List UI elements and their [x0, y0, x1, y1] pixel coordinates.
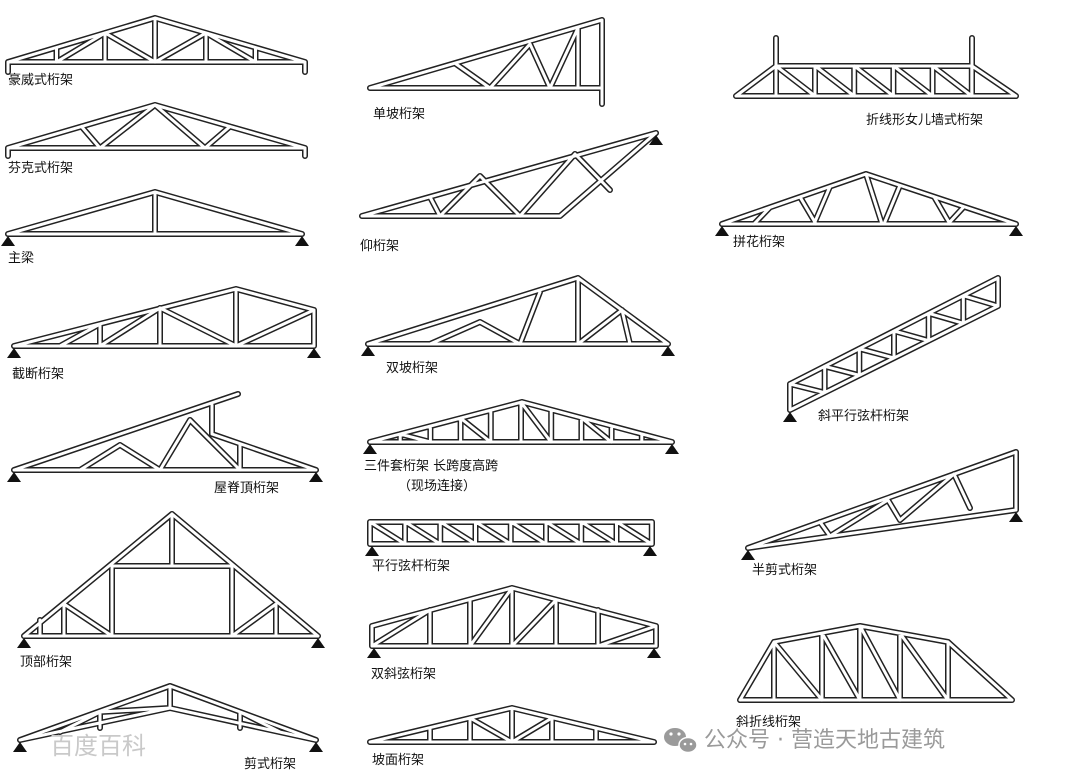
- label-parallel-chord-truss: 平行弦杆桁架: [372, 558, 450, 574]
- support-triangle: [361, 346, 375, 356]
- truss-inverted: [359, 130, 663, 219]
- truss-lattice: [715, 171, 1023, 236]
- support-triangle: [783, 412, 797, 422]
- label-mono-truss: 单坡桁架: [373, 107, 425, 122]
- truss-dual-pitch: [361, 275, 675, 356]
- truss-ridge: [7, 391, 323, 482]
- support-triangle: [363, 444, 377, 454]
- truss-double-slope: [367, 585, 661, 658]
- support-triangle: [665, 444, 679, 454]
- label-sloped-broken-truss: 斜折线桁架: [736, 715, 801, 730]
- truss-truncated: [7, 286, 321, 358]
- support-triangle: [715, 226, 729, 236]
- label-inverted-truss: 仰桁架: [360, 239, 399, 254]
- truss-parallel-chord: [365, 519, 657, 556]
- support-triangle: [1009, 512, 1023, 522]
- support-triangle: [647, 648, 661, 658]
- label-girder: 主梁: [8, 251, 34, 266]
- truss-mono: [367, 17, 605, 107]
- support-triangle: [367, 648, 381, 658]
- label-attic-truss: 顶部桁架: [20, 655, 72, 670]
- label-slope-truss: 坡面桁架: [372, 753, 424, 768]
- support-triangle: [1009, 226, 1023, 236]
- label-three-piece-sub: （现场连接）: [398, 478, 476, 494]
- truss-girder: [1, 189, 309, 246]
- label-double-slope-truss: 双斜弦桁架: [371, 666, 436, 682]
- truss-scissor: [13, 683, 323, 752]
- support-triangle: [307, 348, 321, 358]
- label-truncated-truss: 截断桁架: [12, 367, 64, 382]
- label-half-scissor-truss: 半剪式桁架: [752, 562, 817, 578]
- truss-half-scissor: [741, 449, 1023, 560]
- truss-slope: [367, 705, 657, 745]
- label-ridge-truss: 屋脊頂桁架: [214, 481, 279, 496]
- support-triangle: [1, 236, 15, 246]
- support-triangle: [311, 638, 325, 648]
- support-triangle: [365, 546, 379, 556]
- truss-parapet: [733, 35, 1019, 99]
- support-triangle: [661, 346, 675, 356]
- label-sloped-parallel-truss: 斜平行弦杆桁架: [818, 408, 909, 424]
- label-scissor-truss: 剪式桁架: [244, 756, 296, 772]
- truss-howe: [5, 15, 308, 75]
- support-triangle: [7, 472, 21, 482]
- label-howe-truss: 豪威式桁架: [8, 72, 73, 88]
- support-triangle: [295, 236, 309, 246]
- label-fink-truss: 芬克式桁架: [8, 161, 73, 176]
- label-parapet-truss: 折线形女儿墙式桁架: [866, 112, 983, 128]
- wechat-icon: [664, 728, 698, 754]
- truss-sloped-parallel: [783, 275, 1001, 422]
- support-triangle: [309, 472, 323, 482]
- support-triangle: [17, 638, 31, 648]
- support-triangle: [309, 742, 323, 752]
- support-triangle: [649, 135, 663, 145]
- label-dual-pitch-truss: 双坡桁架: [386, 361, 438, 376]
- support-triangle: [13, 742, 27, 752]
- truss-three-piece: [363, 399, 679, 454]
- support-triangle: [643, 546, 657, 556]
- watermark-baike: 百度百科: [50, 732, 146, 760]
- label-lattice-truss: 拼花桁架: [733, 234, 785, 250]
- support-triangle: [741, 550, 755, 560]
- label-three-piece-truss: 三件套桁架 长跨度高跨: [364, 458, 498, 474]
- truss-sloped-broken: [737, 623, 1015, 703]
- watermark-account: 公众号 · 营造天地古建筑: [704, 728, 945, 753]
- truss-attic: [17, 511, 325, 648]
- support-triangle: [7, 348, 21, 358]
- truss-fink: [5, 102, 308, 159]
